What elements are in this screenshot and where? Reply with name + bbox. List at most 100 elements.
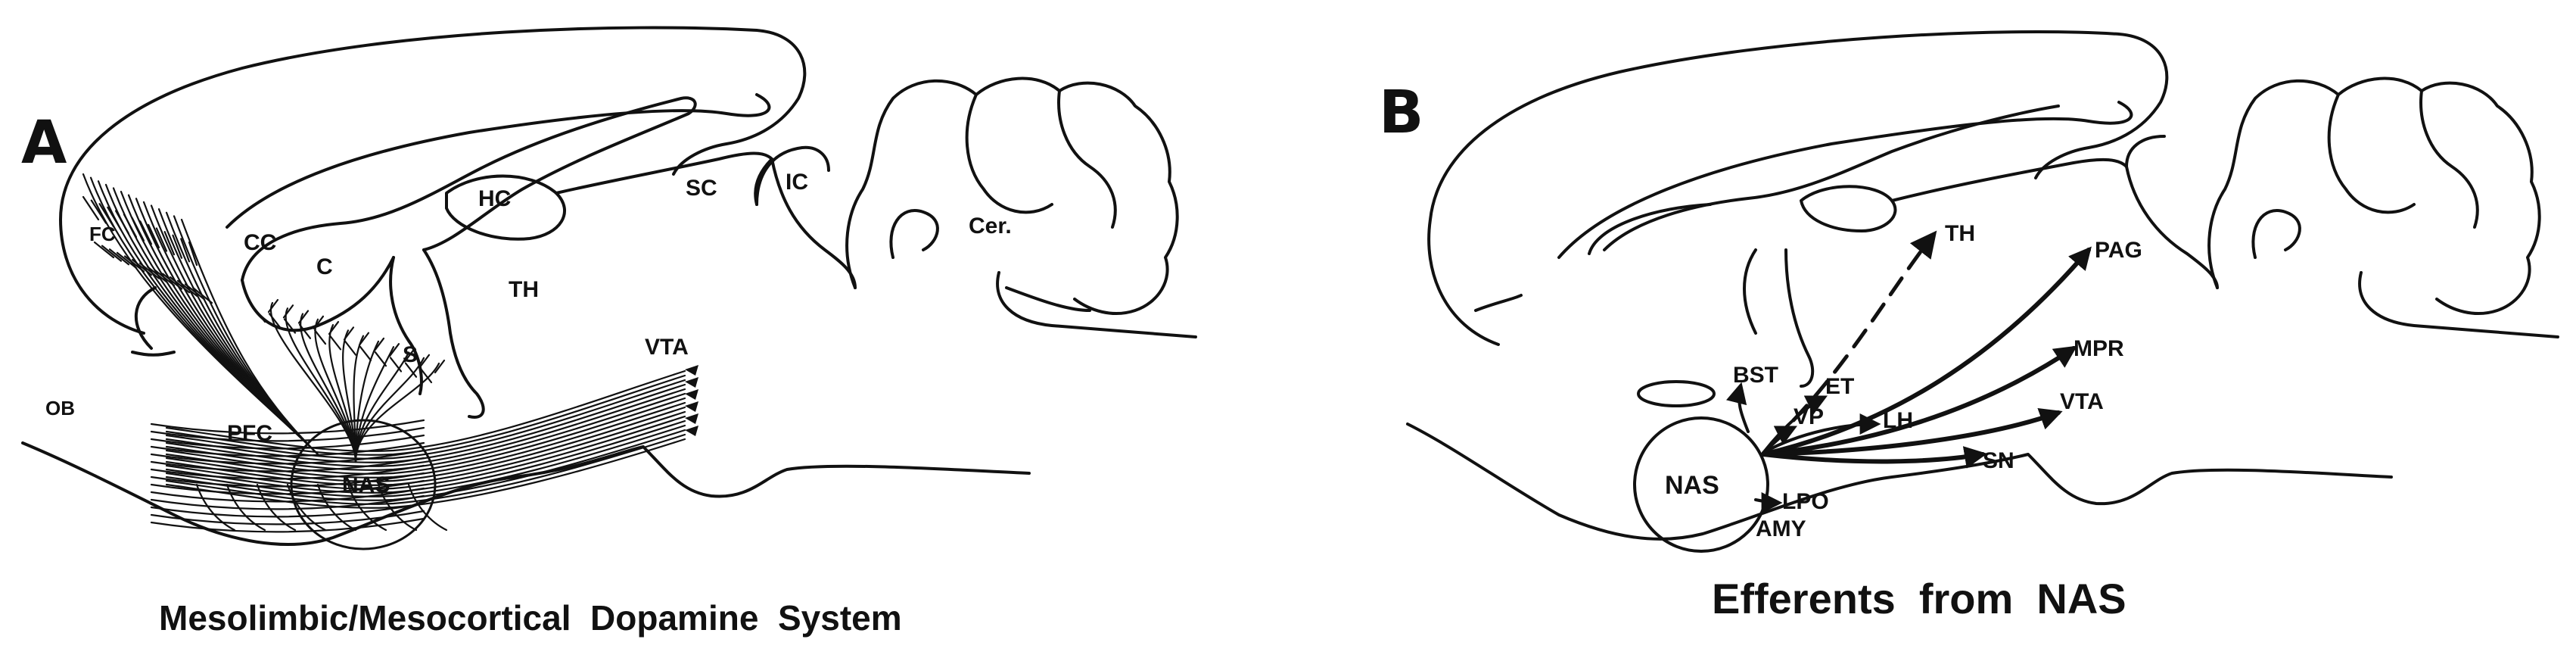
dopamine-fiber <box>165 419 686 494</box>
label-sc: SC <box>686 176 717 201</box>
label-s: S <box>403 342 418 367</box>
dopamine-fiber <box>150 426 425 442</box>
label-b-th: TH <box>1945 221 1975 246</box>
label-b-pag: PAG <box>2095 238 2142 263</box>
label-b-lpo: LPO <box>1782 489 1829 514</box>
panel-a-caption: Mesolimbic/Mesocortical Dopamine System <box>159 598 902 638</box>
dopamine-fiber <box>150 457 425 472</box>
dopamine-fiber <box>374 343 400 367</box>
dopamine-fiber <box>131 217 160 279</box>
label-nas: NAS <box>342 472 390 497</box>
dopamine-fiber <box>97 180 319 456</box>
dopamine-fiber <box>180 218 319 456</box>
dopamine-fiber <box>150 510 425 525</box>
arrow-to-lh <box>1762 413 1881 454</box>
dopamine-fiber <box>150 494 425 510</box>
panel-b-nas-circle <box>1633 416 1769 553</box>
dopamine-fiber <box>165 401 686 479</box>
dopamine-fiber <box>163 231 191 294</box>
label-c: C <box>316 254 333 279</box>
dopamine-fiber <box>377 483 418 532</box>
label-fc: FC <box>89 223 116 245</box>
dopamine-fiber <box>347 483 387 532</box>
label-vta: VTA <box>645 335 689 360</box>
label-b-et: ET <box>1825 374 1854 399</box>
dopamine-fiber <box>256 483 297 532</box>
label-b-bst: BST <box>1733 363 1778 388</box>
dopamine-fiber <box>268 304 294 329</box>
dopamine-fiber <box>165 438 686 509</box>
dopamine-fiber <box>195 483 236 532</box>
dopamine-fiber <box>172 234 198 297</box>
dopamine-fiber <box>286 483 327 532</box>
dopamine-fiber <box>313 320 340 345</box>
dopamine-fiber <box>165 429 686 501</box>
vta-arrowhead <box>685 389 698 400</box>
vta-arrowhead <box>685 365 698 376</box>
dopamine-fiber <box>180 238 206 301</box>
label-ic: IC <box>786 170 808 195</box>
dopamine-fiber <box>165 397 686 475</box>
dopamine-fiber <box>389 348 415 373</box>
arrow-to-vta <box>1761 407 2063 457</box>
dopamine-fiber <box>150 441 425 457</box>
dopamine-fiber <box>150 419 425 435</box>
arrow-to-mpr <box>1761 345 2077 457</box>
label-b-lh: LH <box>1883 408 1913 433</box>
label-b-vta: VTA <box>2060 389 2104 414</box>
arrow-to-lpo <box>1754 491 1783 513</box>
label-b-sn: SN <box>1983 448 2014 473</box>
label-b-amy: AMY <box>1756 516 1806 541</box>
label-b-nas: NAS <box>1665 471 1719 500</box>
panel-b: B <box>1379 30 2559 622</box>
dopamine-fiber <box>90 199 123 262</box>
dopamine-fiber <box>150 479 425 495</box>
dopamine-fiber <box>150 472 425 488</box>
dopamine-fiber <box>298 315 325 339</box>
panel-a-nas-outline <box>290 419 437 550</box>
dopamine-fiber <box>150 517 425 533</box>
panel-a-letter: A <box>21 109 67 177</box>
vta-arrowhead <box>685 377 698 388</box>
dopamine-fiber <box>165 410 686 486</box>
panel-b-efferent-arrows <box>1725 230 2092 513</box>
arrow-to-sn <box>1761 446 1987 469</box>
dopamine-fiber <box>344 332 370 356</box>
dopamine-fiber <box>359 337 385 362</box>
dopamine-fiber <box>98 203 130 266</box>
dopamine-fiber <box>139 220 168 283</box>
dopamine-fiber <box>107 206 138 269</box>
dopamine-fiber <box>114 210 145 273</box>
panel-b-caption: Efferents from NAS <box>1712 575 2126 622</box>
dopamine-fiber <box>165 433 686 505</box>
dopamine-fiber <box>150 434 425 450</box>
dopamine-fiber <box>226 483 266 532</box>
dopamine-fiber <box>150 449 425 465</box>
label-hc: HC <box>478 186 511 211</box>
dopamine-fiber <box>123 213 153 276</box>
dopamine-fiber <box>165 406 686 482</box>
dopamine-fiber <box>404 354 431 378</box>
vta-arrowhead <box>685 426 698 436</box>
vta-arrowhead <box>685 401 698 412</box>
dopamine-fiber <box>316 483 357 532</box>
panel-a-dopamine-fibers <box>82 173 698 533</box>
dopamine-fiber <box>354 362 440 463</box>
dopamine-fiber <box>165 415 686 490</box>
dopamine-fiber <box>283 310 310 334</box>
panel-a: A <box>21 26 1197 638</box>
label-cc: CC <box>244 230 276 255</box>
dopamine-fiber <box>328 326 355 351</box>
panel-b-letter: B <box>1379 79 1423 147</box>
label-cer: Cer. <box>969 214 1012 239</box>
dopamine-fiber <box>150 464 425 480</box>
arrow-to-th <box>1791 230 1937 423</box>
label-b-mpr: MPR <box>2074 336 2124 361</box>
dopamine-fiber <box>407 483 448 532</box>
arrow-to-pag <box>1761 246 2092 457</box>
label-pfc: PFC <box>227 421 272 446</box>
dopamine-fiber <box>419 359 446 384</box>
dopamine-fiber <box>155 227 183 290</box>
label-ob: OB <box>45 397 75 419</box>
